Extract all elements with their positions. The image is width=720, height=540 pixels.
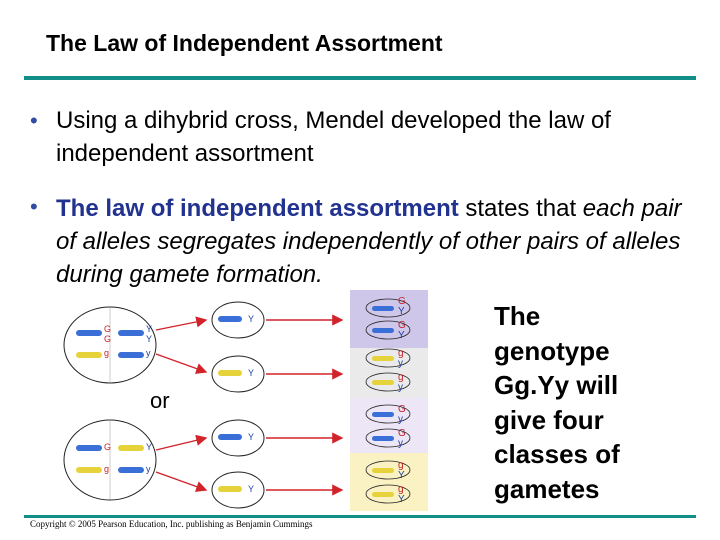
svg-text:G: G bbox=[104, 324, 111, 334]
svg-text:Y: Y bbox=[398, 470, 405, 481]
svg-text:Y: Y bbox=[398, 306, 405, 317]
gametes bbox=[365, 298, 411, 504]
bullet-text-2: The law of independent assortment states… bbox=[56, 192, 696, 291]
or-label: or bbox=[150, 388, 170, 413]
svg-text:g: g bbox=[104, 464, 109, 474]
footer-divider bbox=[24, 515, 696, 518]
svg-text:Y: Y bbox=[398, 494, 405, 505]
title-divider bbox=[24, 76, 696, 80]
svg-text:y: y bbox=[398, 414, 403, 425]
svg-text:G: G bbox=[398, 296, 406, 307]
side-line-1: The bbox=[494, 301, 541, 331]
svg-text:y: y bbox=[146, 464, 151, 474]
parent-cell-top: G G Y Y g y bbox=[63, 306, 157, 384]
gamete-allele-labels: G Y G Y g y g y G y G y g Y g Y bbox=[398, 296, 406, 505]
arrows bbox=[155, 314, 344, 496]
daughter-cell-2: Y bbox=[211, 355, 265, 393]
side-line-4: give four bbox=[494, 404, 604, 435]
svg-text:Y: Y bbox=[146, 442, 152, 452]
copyright-notice: Copyright © 2005 Pearson Education, Inc.… bbox=[30, 519, 313, 529]
svg-text:G: G bbox=[398, 320, 406, 331]
svg-text:G: G bbox=[104, 442, 111, 452]
bullet-marker-2: • bbox=[30, 194, 38, 219]
svg-text:Y: Y bbox=[248, 484, 254, 494]
genotype-statement: The genotype Gg.Yy will give four classe… bbox=[494, 299, 694, 506]
gamete-band-gy-1 bbox=[350, 290, 428, 348]
gamete-chromosomes bbox=[372, 306, 394, 497]
side-line-5: classes of bbox=[494, 439, 620, 469]
svg-text:y: y bbox=[398, 358, 403, 369]
gamete-band-gy-4 bbox=[350, 453, 428, 511]
daughter-cell-1: Y bbox=[211, 301, 265, 339]
gamete-band-gy-3 bbox=[350, 398, 428, 453]
svg-text:y: y bbox=[398, 382, 403, 393]
svg-text:g: g bbox=[398, 460, 404, 471]
svg-text:Y: Y bbox=[248, 432, 254, 442]
svg-text:g: g bbox=[398, 484, 404, 495]
svg-text:G: G bbox=[104, 334, 111, 344]
side-line-6: gametes bbox=[494, 473, 600, 504]
parent-cell-bottom: G Y g y bbox=[63, 419, 157, 501]
side-line-2: genotype bbox=[494, 335, 610, 366]
svg-text:g: g bbox=[398, 372, 404, 383]
svg-text:y: y bbox=[146, 348, 151, 358]
svg-text:Y: Y bbox=[146, 324, 152, 334]
svg-text:Y: Y bbox=[146, 334, 152, 344]
svg-text:Y: Y bbox=[248, 368, 254, 378]
law-definition: each pair of alleles segregates independ… bbox=[56, 195, 682, 288]
svg-text:g: g bbox=[104, 348, 109, 358]
bullet-marker-1: • bbox=[30, 108, 38, 133]
law-connector: states that bbox=[458, 195, 583, 222]
slide-title: The Law of Independent Assortment bbox=[46, 30, 443, 56]
svg-text:Y: Y bbox=[398, 330, 405, 341]
law-term: The law of independent assortment bbox=[56, 195, 459, 222]
svg-text:y: y bbox=[398, 438, 403, 449]
daughter-cell-4: Y bbox=[211, 471, 265, 509]
bullet-text-1: Using a dihybrid cross, Mendel developed… bbox=[56, 107, 611, 167]
daughter-cell-3: Y bbox=[211, 419, 265, 457]
side-line-3: Gg.Yy will bbox=[494, 370, 619, 400]
svg-text:G: G bbox=[398, 428, 406, 439]
independent-assortment-diagram: G G Y Y g y G Y g y Y Y Y Y bbox=[63, 290, 428, 511]
svg-text:Y: Y bbox=[248, 314, 254, 324]
svg-text:g: g bbox=[398, 348, 404, 359]
svg-text:G: G bbox=[398, 404, 406, 415]
